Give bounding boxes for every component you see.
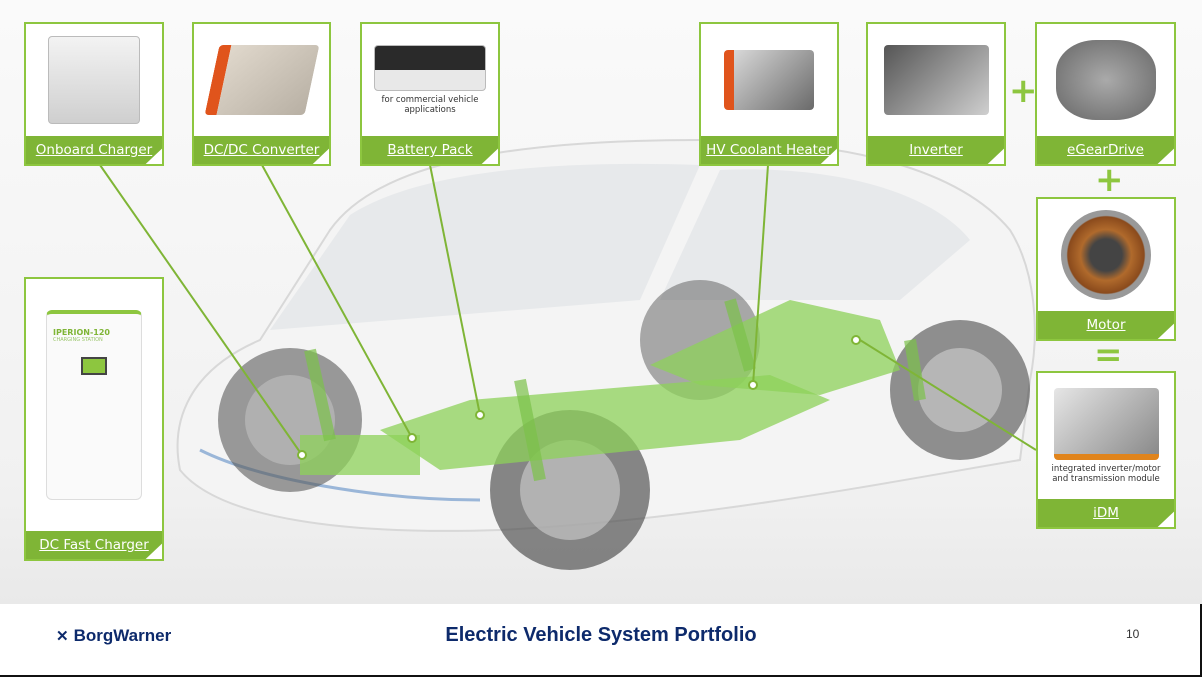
motor-link[interactable]: Motor bbox=[1038, 311, 1174, 339]
battery-pack-image bbox=[374, 45, 486, 91]
charger-screen-subtitle: CHARGING STATION bbox=[53, 337, 103, 343]
page-number: 10 bbox=[1126, 627, 1140, 641]
product-card-dc-fast-charger[interactable]: IPERION-120 CHARGING STATION DC Fast Cha… bbox=[24, 277, 164, 561]
onboard-charger-link[interactable]: Onboard Charger bbox=[26, 136, 162, 164]
leader-lines bbox=[99, 164, 1037, 456]
borgwarner-logo: ✕ BorgWarner bbox=[56, 626, 171, 646]
dcdc-converter-image bbox=[204, 45, 319, 115]
dc-fast-charger-image: IPERION-120 CHARGING STATION bbox=[46, 310, 142, 500]
dc-fast-charger-link[interactable]: DC Fast Charger bbox=[26, 531, 162, 559]
slide-stage: Onboard Charger DC/DC Converter for comm… bbox=[0, 0, 1202, 604]
charger-screen-title: IPERION-120 bbox=[53, 328, 110, 337]
inverter-image bbox=[883, 45, 989, 115]
battery-pack-link[interactable]: Battery Pack bbox=[362, 136, 498, 164]
battery-tray bbox=[380, 375, 830, 470]
product-card-idm[interactable]: integrated inverter/motor and transmissi… bbox=[1036, 371, 1176, 529]
egeardrive-image bbox=[1055, 40, 1156, 120]
charger-module bbox=[300, 435, 420, 475]
product-card-motor[interactable]: Motor bbox=[1036, 197, 1176, 341]
product-card-onboard-charger[interactable]: Onboard Charger bbox=[24, 22, 164, 166]
product-card-battery-pack[interactable]: for commercial vehicle applications Batt… bbox=[360, 22, 500, 166]
idm-link[interactable]: iDM bbox=[1038, 499, 1174, 527]
battery-pack-caption: for commercial vehicle applications bbox=[381, 95, 479, 115]
plus-sign: + bbox=[1009, 71, 1038, 111]
equals-sign: = bbox=[1094, 335, 1123, 375]
product-card-egeardrive[interactable]: eGearDrive bbox=[1035, 22, 1176, 166]
dcdc-converter-link[interactable]: DC/DC Converter bbox=[194, 136, 329, 164]
motor-image bbox=[1061, 210, 1151, 300]
idm-image bbox=[1053, 388, 1159, 460]
plus-sign: + bbox=[1095, 160, 1124, 200]
product-card-hv-coolant-heater[interactable]: HV Coolant Heater bbox=[699, 22, 839, 166]
onboard-charger-image bbox=[48, 36, 140, 124]
product-card-inverter[interactable]: Inverter bbox=[866, 22, 1006, 166]
product-card-dcdc-converter[interactable]: DC/DC Converter bbox=[192, 22, 331, 166]
hv-coolant-heater-link[interactable]: HV Coolant Heater bbox=[701, 136, 837, 164]
egeardrive-link[interactable]: eGearDrive bbox=[1037, 136, 1174, 164]
idm-caption: integrated inverter/motor and transmissi… bbox=[1051, 464, 1161, 484]
inverter-link[interactable]: Inverter bbox=[868, 136, 1004, 164]
hv-coolant-heater-image bbox=[724, 50, 814, 110]
slide-footer: ✕ BorgWarner Electric Vehicle System Por… bbox=[0, 604, 1202, 677]
rear-drive-unit bbox=[650, 300, 900, 395]
borgwarner-logo-icon: ✕ bbox=[56, 628, 69, 645]
vehicle-illustration bbox=[99, 138, 1037, 570]
slide-title: Electric Vehicle System Portfolio bbox=[445, 624, 757, 646]
logo-text: BorgWarner bbox=[73, 626, 172, 645]
